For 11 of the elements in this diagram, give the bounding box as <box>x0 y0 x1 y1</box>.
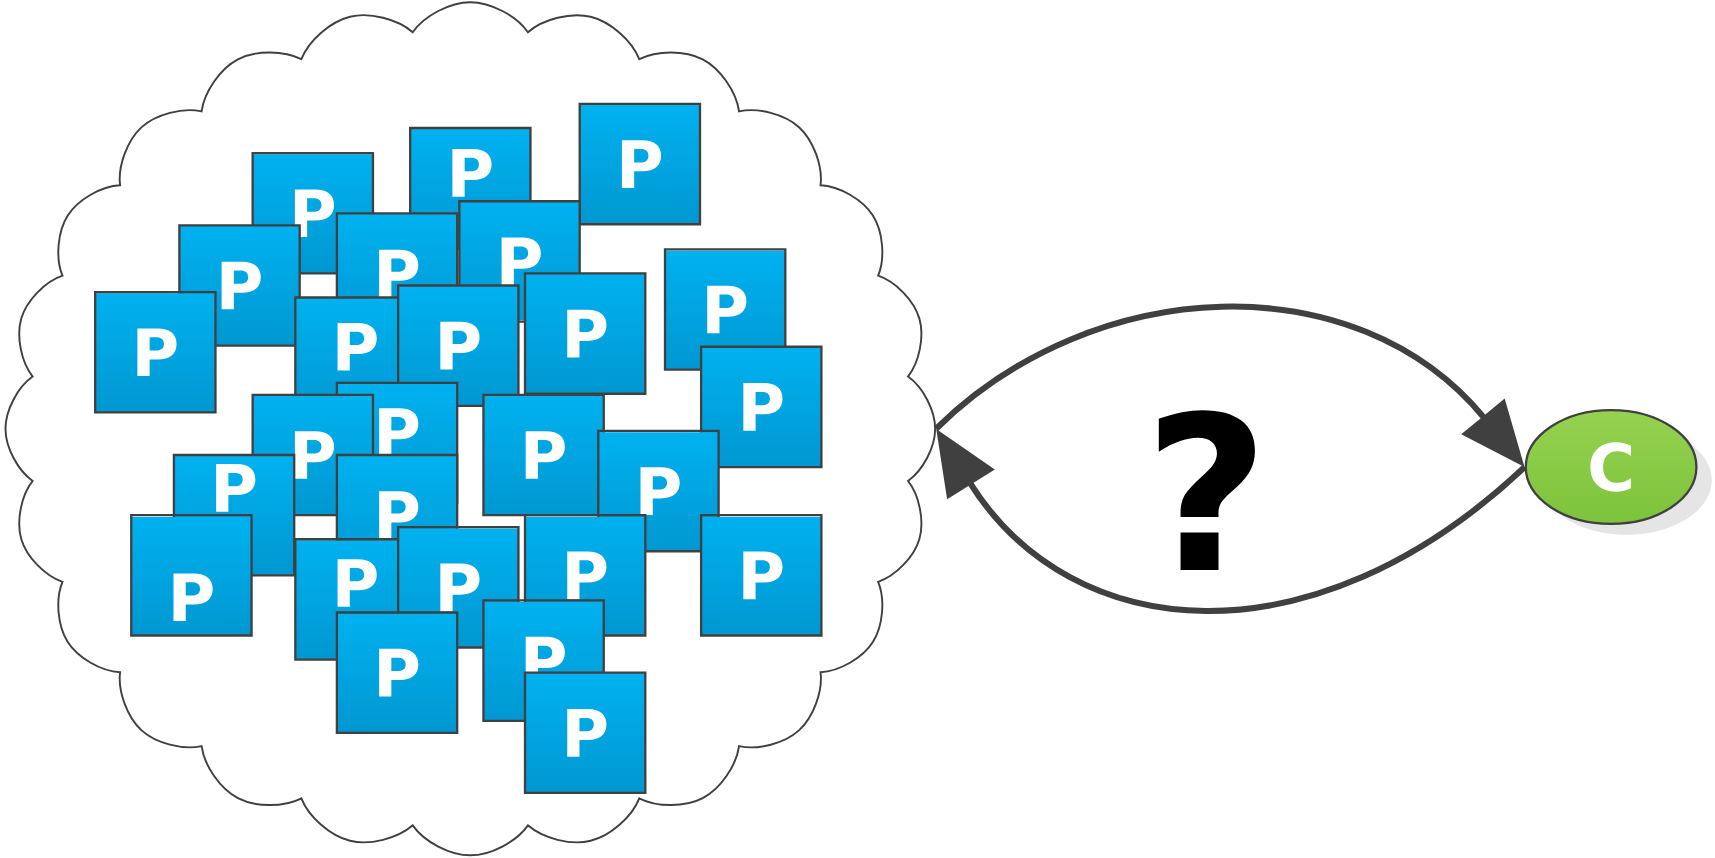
process-box: P <box>523 272 647 396</box>
process-box: P <box>578 103 702 226</box>
ellipse-node: C <box>1524 409 1698 526</box>
process-box: P <box>699 514 823 637</box>
process-box: P <box>335 611 459 735</box>
process-box: P <box>130 514 253 637</box>
process-box: P <box>699 345 823 469</box>
process-box: P <box>94 291 217 414</box>
process-box: P <box>523 671 647 795</box>
question-mark: ? <box>1158 410 1255 571</box>
process-box: P <box>482 393 605 517</box>
